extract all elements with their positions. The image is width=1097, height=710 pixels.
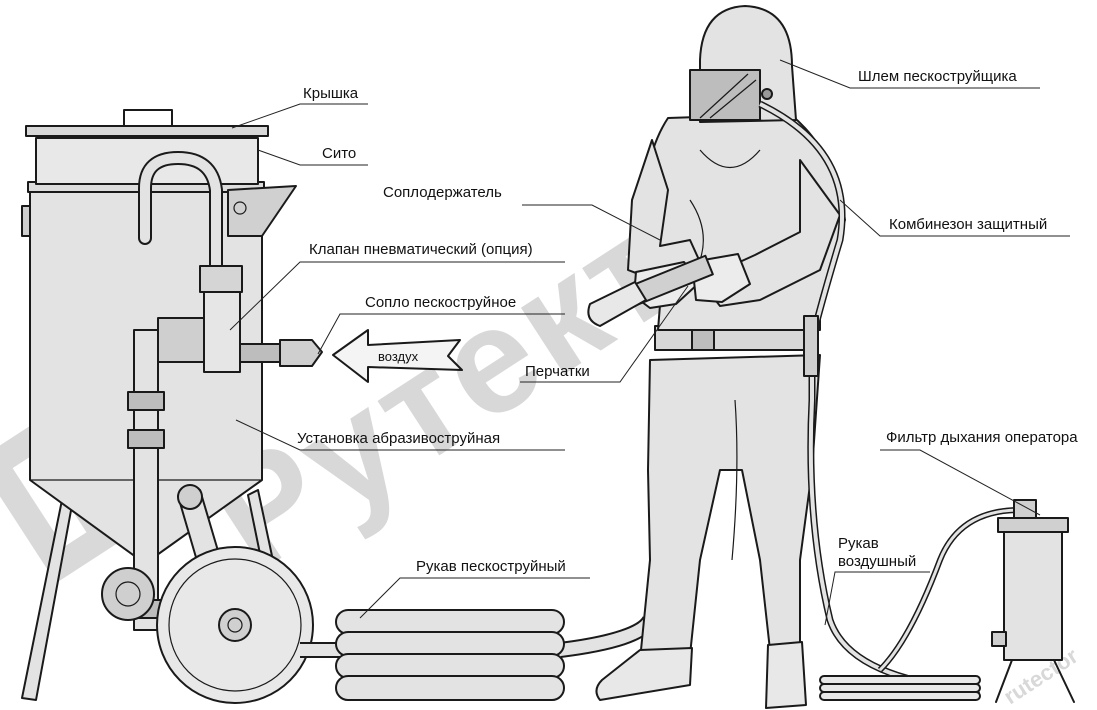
unit-lid <box>25 125 269 137</box>
air-coupling <box>279 339 323 367</box>
hose-coil-1 <box>335 609 565 635</box>
labels: Крышка Сито Клапан пневматический (опция… <box>297 68 1078 575</box>
label-breathing-filter: Фильтр дыхания оператора <box>886 429 1078 446</box>
hose-coil-2 <box>335 631 565 657</box>
label-air-hose-line1: Рукав <box>838 535 879 552</box>
filter-cap <box>997 517 1069 533</box>
label-blasting-hose: Рукав пескоструйный <box>416 558 566 575</box>
operator-boot-left <box>595 647 693 701</box>
air-arrow: воздух <box>332 329 463 383</box>
pneumatic-valve <box>203 291 241 373</box>
lid-handle <box>123 109 173 127</box>
label-nozzle-holder: Соплодержатель <box>383 184 502 201</box>
label-air-hose-line2: воздушный <box>838 553 916 570</box>
leader-lines <box>229 59 1070 626</box>
label-coverall: Комбинезон защитный <box>889 216 1047 233</box>
breathing-filter <box>819 499 1075 703</box>
air-arrow-shape <box>332 329 463 383</box>
operator-boot-right <box>765 641 807 709</box>
label-nozzle: Сопло пескоструйное <box>365 294 516 311</box>
label-gloves: Перчатки <box>525 363 590 380</box>
metering-valve <box>101 567 155 621</box>
operator-legs <box>639 354 821 661</box>
blasting-unit <box>21 109 323 704</box>
operator <box>587 5 981 709</box>
blasting-nozzle <box>587 281 647 327</box>
hose-coil-4 <box>335 675 565 701</box>
blasting-hose <box>300 609 658 701</box>
label-sieve: Сито <box>322 145 356 162</box>
filter-body <box>1003 531 1063 661</box>
label-lid: Крышка <box>303 85 359 102</box>
pneumatic-valve-top <box>199 265 243 293</box>
hose-coil-3 <box>335 653 565 679</box>
filter-stand <box>995 659 1075 703</box>
label-helmet: Шлем пескоструйщика <box>858 68 1017 85</box>
air-label: воздух <box>378 349 419 364</box>
label-blasting-unit: Установка абразивоструйная <box>297 430 500 447</box>
unit-bracket <box>227 185 297 237</box>
label-pneumatic-valve: Клапан пневматический (опция) <box>309 241 533 258</box>
